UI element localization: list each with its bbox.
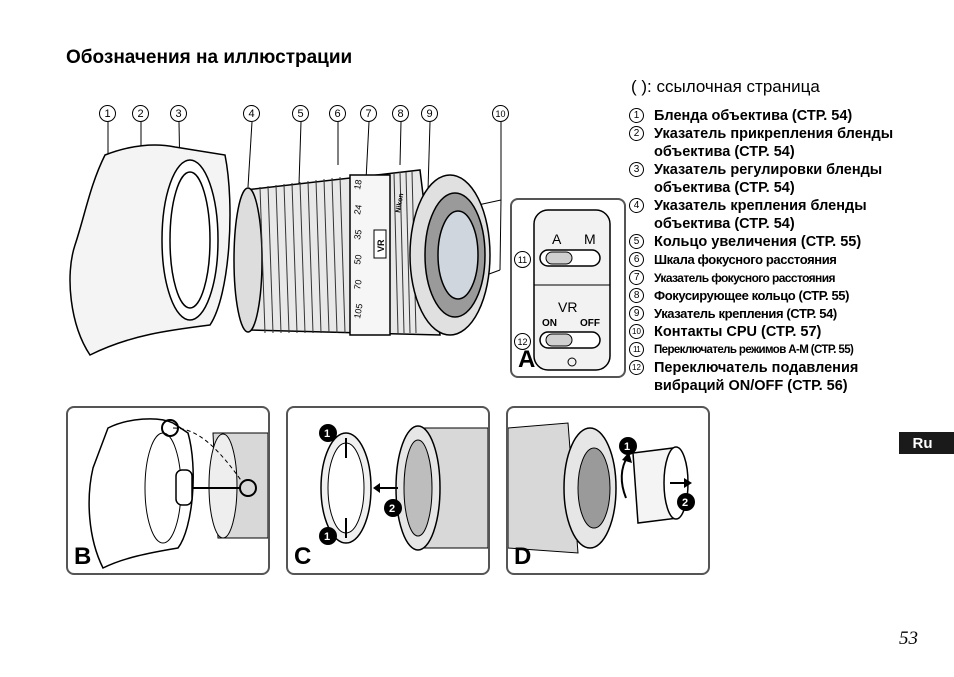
panel-d-step2: 2 xyxy=(682,497,688,509)
panel-a-illustration: A M VR ON OFF xyxy=(533,209,611,371)
lens-hood xyxy=(69,144,231,356)
legend-number: 6 xyxy=(629,252,644,267)
vr-mark-text: VR xyxy=(376,239,386,252)
legend-text: Кольцо увеличения (СТР. 55) xyxy=(654,234,862,250)
panel-c-lens-cap: 1 1 2 C xyxy=(286,406,490,575)
panel-b-hood-attach: B xyxy=(66,406,270,575)
legend-text: Указатель крепления бленды объектива (СТ… xyxy=(654,198,867,232)
panel-c-letter: C xyxy=(294,543,312,570)
vr-switch-knob[interactable] xyxy=(545,333,573,347)
panel-c-step1-bottom: 1 xyxy=(324,531,330,543)
callout-10: 10 xyxy=(492,105,509,122)
callout-12: 12 xyxy=(514,333,531,350)
legend-number: 12 xyxy=(629,360,644,375)
vr-mark: VR xyxy=(373,229,387,259)
legend-text: Переключатель режимов A-M (СТР. 55) xyxy=(654,344,854,356)
vr-label: VR xyxy=(558,299,577,315)
mode-switch-knob[interactable] xyxy=(545,251,573,265)
page-number: 53 xyxy=(899,628,918,649)
scale-18: 18 xyxy=(352,179,364,191)
lens-barrel xyxy=(233,169,491,336)
legend-item: 12 Переключатель подавления вибраций ON/O… xyxy=(629,359,929,395)
callout-5: 5 xyxy=(292,105,309,122)
legend-number: 8 xyxy=(629,288,644,303)
reference-page-note: ( ): ссылочная страница xyxy=(631,77,820,96)
panel-a-letter: A xyxy=(518,346,536,373)
legend-text: Шкала фокусного расстояния xyxy=(654,252,837,267)
legend-text: Указатель регулировки бленды объектива (… xyxy=(654,162,883,196)
legend-number: 7 xyxy=(629,270,644,285)
callout-8: 8 xyxy=(392,105,409,122)
legend-text: Бленда объектива (СТР. 54) xyxy=(654,108,853,124)
focal-length-scale: 18 24 35 50 70 105 xyxy=(352,179,364,320)
legend-item: 7 Указатель фокусного расстояния xyxy=(629,269,929,287)
legend-text: Контакты CPU (СТР. 57) xyxy=(654,324,822,340)
panel-d-step1: 1 xyxy=(624,441,630,453)
legend-number: 2 xyxy=(629,126,644,141)
scale-105: 105 xyxy=(352,303,364,320)
panel-d-illustration: 1 2 xyxy=(508,422,695,554)
legend-item: 2 Указатель прикрепления бленды объектива… xyxy=(629,125,929,161)
legend-number: 9 xyxy=(629,306,644,321)
lens-main-illustration: 18 24 35 50 70 105 VR Nikon xyxy=(69,121,502,356)
mode-a-label: A xyxy=(552,231,562,247)
callout-6: 6 xyxy=(329,105,346,122)
scale-24: 24 xyxy=(352,204,364,216)
legend-number: 4 xyxy=(629,198,644,213)
legend-text: Фокусирующее кольцо (СТР. 55) xyxy=(654,288,850,303)
panel-c-step2: 2 xyxy=(389,503,395,515)
mode-m-label: M xyxy=(584,231,596,247)
legend-number: 3 xyxy=(629,162,644,177)
scale-35: 35 xyxy=(352,229,364,241)
legend-number: 11 xyxy=(629,342,644,357)
legend-number: 5 xyxy=(629,234,644,249)
callout-11: 11 xyxy=(514,251,531,268)
vr-on-label: ON xyxy=(542,318,557,329)
legend-item: 4 Указатель крепления бленды объектива (С… xyxy=(629,197,929,233)
panel-d-letter: D xyxy=(514,543,532,570)
legend-item: 11 Переключатель режимов A-M (СТР. 55) xyxy=(629,341,929,359)
panel-d-rear-cap: 1 2 D xyxy=(506,406,710,575)
panel-c-step1-top: 1 xyxy=(324,428,330,440)
panel-c-illustration: 1 1 2 xyxy=(319,424,488,551)
scale-50: 50 xyxy=(352,254,364,266)
legend-list: 1 Бленда объектива (СТР. 54) 2 Указатель п… xyxy=(629,107,929,395)
legend-item: 9 Указатель крепления (СТР. 54) xyxy=(629,305,929,323)
legend-item: 8 Фокусирующее кольцо (СТР. 55) xyxy=(629,287,929,305)
legend-number: 10 xyxy=(629,324,644,339)
legend-text: Переключатель подавления вибраций ON/OFF… xyxy=(654,360,859,394)
lens-brand-mark: Nikon xyxy=(395,193,405,213)
callout-2: 2 xyxy=(132,105,149,122)
callout-4: 4 xyxy=(243,105,260,122)
legend-item: 1 Бленда объектива (СТР. 54) xyxy=(629,107,929,125)
legend-item: 10 Контакты CPU (СТР. 57) xyxy=(629,323,929,341)
scale-70: 70 xyxy=(352,279,364,291)
language-tab: Ru xyxy=(899,432,954,454)
legend-text: Указатель прикрепления бленды объектива … xyxy=(654,126,894,160)
legend-number: 1 xyxy=(629,108,644,123)
legend-item: 6 Шкала фокусного расстояния xyxy=(629,251,929,269)
panel-b-illustration xyxy=(88,418,268,570)
callout-1: 1 xyxy=(99,105,116,122)
legend-item: 5 Кольцо увеличения (СТР. 55) xyxy=(629,233,929,251)
callout-3: 3 xyxy=(170,105,187,122)
callout-7: 7 xyxy=(360,105,377,122)
vr-off-label: OFF xyxy=(580,318,600,329)
legend-item: 3 Указатель регулировки бленды объектива … xyxy=(629,161,929,197)
page-heading: Обозначения на иллюстрации xyxy=(66,47,353,68)
callout-9: 9 xyxy=(421,105,438,122)
legend-text: Указатель крепления (СТР. 54) xyxy=(654,306,837,321)
panel-a-switches: A M VR ON OFF 11 12 A xyxy=(510,198,626,378)
legend-text: Указатель фокусного расстояния xyxy=(654,271,835,285)
panel-b-letter: B xyxy=(74,543,92,570)
